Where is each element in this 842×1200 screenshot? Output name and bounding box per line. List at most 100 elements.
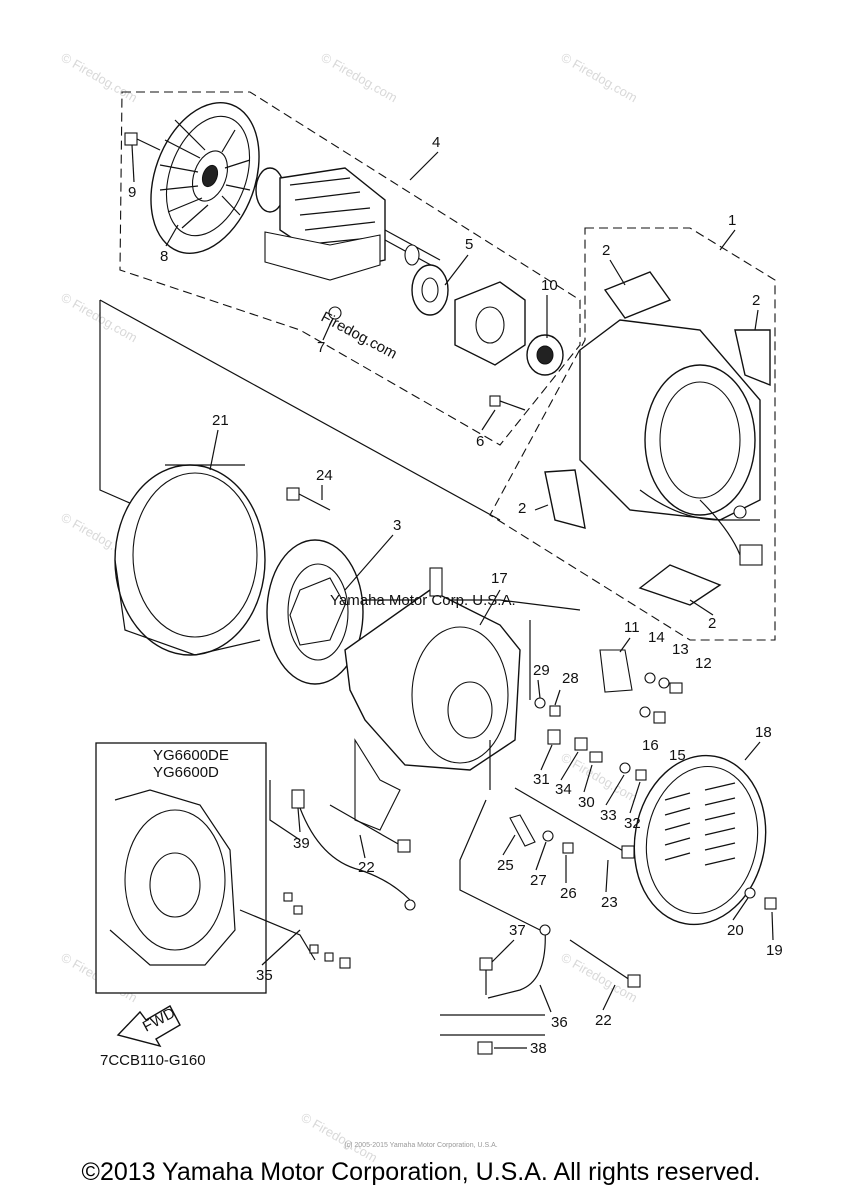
washer-20	[744, 887, 756, 899]
watermark: © Firedog.com	[559, 50, 641, 106]
callout-31: 31	[533, 771, 550, 788]
nut-15	[653, 711, 666, 724]
stator-assembly-outline	[489, 227, 776, 641]
washer-16	[639, 706, 651, 718]
guide-line	[459, 799, 541, 931]
inset-model-label-2: YG6600D	[153, 764, 219, 781]
callout-19: 19	[766, 942, 783, 959]
callout-28: 28	[562, 670, 579, 687]
callout-2: 2	[708, 615, 716, 632]
callout-7: 7	[317, 339, 325, 356]
callout-6: 6	[476, 433, 484, 450]
clip-34	[574, 737, 588, 751]
fan-bolt	[124, 132, 161, 151]
callout-14: 14	[648, 629, 665, 646]
callout-38: 38	[530, 1040, 547, 1057]
screw-24	[286, 487, 331, 511]
guide-line	[99, 299, 501, 521]
callout-22: 22	[358, 859, 375, 876]
screw-32	[635, 769, 647, 781]
clip-30	[589, 751, 603, 763]
callout-4: 4	[432, 134, 440, 151]
callout-10: 10	[541, 277, 558, 294]
callout-34: 34	[555, 781, 572, 798]
callout-16: 16	[642, 737, 659, 754]
overlay-site-text: Firedog.com	[318, 309, 400, 363]
callout-35: 35	[256, 967, 273, 984]
callout-2: 2	[602, 242, 610, 259]
callout-36: 36	[551, 1014, 568, 1031]
ground-strap-25	[509, 814, 536, 847]
callout-2: 2	[752, 292, 760, 309]
callout-21: 21	[212, 412, 229, 429]
watermark: © Firedog.com	[59, 50, 141, 106]
bearing	[526, 334, 564, 376]
rear-bracket	[266, 539, 364, 685]
callout-1: 1	[728, 212, 736, 229]
leader-lines	[131, 144, 774, 1049]
callout-26: 26	[560, 885, 577, 902]
rotor-end-plate	[454, 281, 526, 366]
callout-27: 27	[530, 872, 547, 889]
callout-13: 13	[672, 641, 689, 658]
screw-26	[562, 842, 574, 854]
callout-12: 12	[695, 655, 712, 672]
callout-24: 24	[316, 467, 333, 484]
ground-bolt-37	[479, 957, 493, 995]
cover-band	[114, 464, 266, 656]
lead-wire-39	[291, 789, 416, 911]
screw-19	[764, 897, 777, 910]
guide-line	[269, 780, 301, 841]
callout-30: 30	[578, 794, 595, 811]
drawing-code: 7CCB110-G160	[100, 1052, 206, 1069]
block-31	[547, 729, 561, 745]
cooling-fan	[150, 102, 260, 254]
washer	[328, 306, 342, 320]
callout-37: 37	[509, 922, 526, 939]
insulation-pad-left	[544, 469, 586, 529]
copyright-footer: ©2013 Yamaha Motor Corporation, U.S.A. A…	[81, 1158, 761, 1186]
callout-23: 23	[601, 894, 618, 911]
washer-27	[542, 830, 554, 842]
rotor-bracket	[411, 264, 449, 316]
insulation-pad-bottom	[638, 564, 722, 606]
nut-12	[669, 682, 683, 694]
washer-29	[534, 697, 546, 709]
inset-model-label-1: YG6600DE	[153, 747, 229, 764]
callout-5: 5	[465, 236, 473, 253]
small-copyright: (c) 2005-2015 Yamaha Motor Corporation, …	[344, 1142, 498, 1149]
generator-housing	[344, 567, 521, 831]
through-bolt-23	[514, 787, 635, 859]
callout-15: 15	[669, 747, 686, 764]
callout-8: 8	[160, 248, 168, 265]
insulation-pad-right	[734, 329, 771, 387]
insulation-pad-top	[603, 271, 672, 319]
through-bolt-22a	[329, 804, 411, 853]
washer-13	[658, 677, 670, 689]
callout-3: 3	[393, 517, 401, 534]
callout-33: 33	[600, 807, 617, 824]
watermark: © Firedog.com	[299, 1110, 381, 1166]
callout-29: 29	[533, 662, 550, 679]
overlay-company-text: Yamaha Motor Corp. U.S.A.	[330, 592, 516, 609]
callout-25: 25	[497, 857, 514, 874]
model-inset	[95, 742, 351, 994]
callout-17: 17	[491, 570, 508, 587]
washer-14	[644, 672, 656, 684]
callout-20: 20	[727, 922, 744, 939]
brush-holder	[599, 649, 633, 693]
screw-28	[549, 705, 561, 717]
rear-cover	[633, 754, 767, 926]
callout-labels: 1 2 2 2 2 3 4 5 6 7 8 9 10 11 12 13 14 1…	[128, 134, 783, 1057]
forward-arrow-icon: FWD	[116, 1004, 181, 1048]
callout-2: 2	[518, 500, 526, 517]
watermark: © Firedog.com	[319, 50, 401, 106]
rotor-assembly-outline	[119, 91, 581, 446]
callout-9: 9	[128, 184, 136, 201]
callout-11: 11	[624, 619, 640, 636]
through-bolt-22b	[569, 939, 641, 988]
washer-33	[619, 762, 631, 774]
plate-section	[440, 1014, 545, 1036]
nut-38	[477, 1041, 493, 1055]
